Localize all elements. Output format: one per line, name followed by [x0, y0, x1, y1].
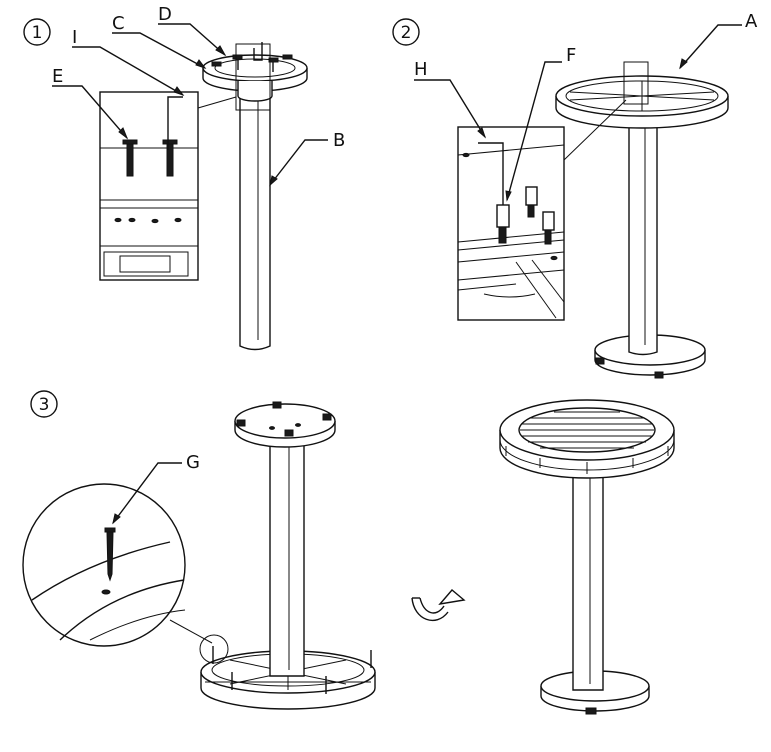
callout-h: H [414, 59, 487, 139]
callout-b: B [269, 130, 345, 187]
step-2-inset [457, 126, 565, 321]
callout-g-label: G [186, 452, 200, 473]
callout-d-label: D [158, 4, 172, 25]
callout-f-label: F [566, 45, 576, 66]
callout-c-label: C [112, 13, 125, 34]
callout-i: I [72, 27, 185, 96]
step-2-panel: 2 [392, 11, 758, 379]
step-1-mounting-plate [202, 54, 308, 102]
step-2-pole [628, 112, 658, 356]
callout-c: C [112, 13, 207, 69]
finished-stool [499, 399, 675, 715]
step-3-magnified-detail [22, 483, 229, 664]
callout-g: G [112, 452, 200, 525]
callout-e-label: E [52, 66, 63, 87]
flip-arrow-icon [411, 589, 466, 622]
callout-e: E [52, 66, 129, 140]
step-1-inset [99, 91, 199, 281]
callout-f: F [505, 45, 576, 202]
step-1-panel: 1 [23, 4, 345, 351]
callout-b-label: B [333, 130, 345, 151]
step-1-hex-key-small [253, 42, 263, 61]
callout-a-label: A [745, 11, 758, 32]
step-1-detail-marker [235, 43, 271, 111]
step-3-number: 3 [39, 395, 50, 415]
callout-i-label: I [72, 27, 77, 48]
step-2-marker: 2 [392, 18, 420, 46]
step-3-pole [269, 439, 305, 677]
step-2-detail-marker [623, 61, 649, 105]
step-1-marker: 1 [23, 18, 51, 46]
step-1-pole [239, 92, 271, 351]
step-1-bolts [211, 54, 293, 72]
step-3-panel: 3 [22, 390, 376, 710]
step-3-base-plate [234, 401, 336, 448]
callout-a: A [679, 11, 758, 70]
step-3-marker: 3 [30, 390, 58, 418]
callout-h-label: H [414, 59, 428, 80]
step-2-seat-frame [555, 75, 729, 129]
step-1-number: 1 [32, 23, 43, 43]
step-2-number: 2 [401, 23, 412, 43]
callout-d: D [158, 4, 227, 57]
